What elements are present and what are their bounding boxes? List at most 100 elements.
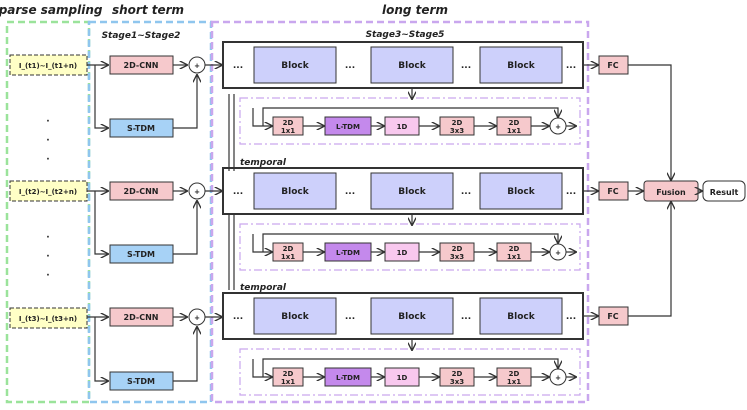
- conv1x1-a-box-sublabel-1: 1x1: [281, 127, 295, 135]
- block-c-3: [479, 297, 563, 335]
- ltdm-box-label-2: L-TDM: [336, 249, 360, 257]
- temporal-label-1: temporal: [240, 158, 287, 168]
- conv1x1-a-box-label-1: 2D: [283, 119, 294, 127]
- block-b-3: [370, 297, 454, 335]
- short-term-frame: [87, 20, 213, 404]
- result-box: [702, 180, 746, 202]
- block-a-label-3: Block: [281, 312, 309, 322]
- conv1x1-b-box-sublabel-2: 1x1: [507, 253, 521, 261]
- long-term-title: long term: [382, 3, 448, 17]
- input-clip-label-2: I_(t2)~I_(t2+n): [19, 188, 77, 196]
- fc1-to-fusion-arrow: [628, 64, 671, 180]
- input-to-tdm-arrow: [94, 65, 108, 128]
- skip-connection-arrow: [262, 358, 558, 377]
- input-to-tdm-arrow: [94, 191, 108, 254]
- chain-plus-label-1: +: [555, 123, 561, 131]
- ellipsis-dot: ·: [46, 233, 49, 243]
- ellipsis-dot: ·: [46, 136, 49, 146]
- chain-entry-arrow: [252, 359, 272, 377]
- short-stage-label: Stage1~Stage2: [102, 31, 181, 41]
- sparse-sampling-frame: [5, 20, 91, 404]
- tdm-to-plus-arrow: [173, 75, 197, 129]
- conv1x1-b-box-sublabel-1: 1x1: [507, 127, 521, 135]
- conv1d-box-label-1: 1D: [397, 123, 408, 131]
- long-stage-label: Stage3~Stage5: [366, 30, 445, 40]
- block-b-label-3: Block: [398, 312, 426, 322]
- block-a-2: [253, 172, 337, 210]
- conv3x3-box-sublabel-3: 3x3: [450, 378, 464, 386]
- plus-label-2: +: [194, 188, 200, 196]
- plus-label-3: +: [194, 314, 200, 322]
- conv3x3-box-sublabel-2: 3x3: [450, 253, 464, 261]
- ellipsis-dot: ·: [46, 117, 49, 127]
- conv3x3-box-sublabel-1: 3x3: [450, 127, 464, 135]
- tdm-to-plus-arrow: [173, 327, 197, 382]
- skip-connection-arrow: [262, 233, 558, 252]
- conv3x3-box-label-2: 2D: [452, 245, 463, 253]
- fc-label-2: FC: [607, 187, 618, 196]
- block-detail-panel-2: [239, 223, 581, 271]
- ellipsis-dot: ·: [46, 155, 49, 165]
- block-c-label-1: Block: [507, 61, 535, 71]
- ellipsis-dot: ·: [46, 252, 49, 262]
- stage-ellipsis: ...: [345, 187, 355, 197]
- stage-ellipsis: ...: [233, 312, 243, 322]
- conv3x3-box-label-1: 2D: [452, 119, 463, 127]
- stage-ellipsis: ...: [566, 61, 576, 71]
- long-term-frame: [210, 20, 590, 404]
- skip-connection-arrow: [262, 107, 558, 126]
- chain-plus-label-3: +: [555, 374, 561, 382]
- conv1x1-b-box-label-1: 2D: [509, 119, 520, 127]
- sparse-sampling-title: sparse sampling: [0, 3, 103, 17]
- temporal-label-2: temporal: [240, 283, 287, 293]
- stdm-label-3: S-TDM: [127, 377, 155, 386]
- conv1x1-a-box-label-2: 2D: [283, 245, 294, 253]
- chain-plus-label-2: +: [555, 249, 561, 257]
- input-clip-label-3: I_(t3)~I_(t3+n): [19, 315, 77, 323]
- block-c-label-2: Block: [507, 187, 535, 197]
- block-detail-panel-3: [239, 348, 581, 396]
- block-c-2: [479, 172, 563, 210]
- conv3x3-box-label-3: 2D: [452, 370, 463, 378]
- stdm-label-1: S-TDM: [127, 124, 155, 133]
- stage-ellipsis: ...: [461, 187, 471, 197]
- branch-rows: I_(t1)~I_(t1+n)2D-CNNS-TDM+............B…: [9, 41, 629, 396]
- fc3-to-fusion-arrow: [628, 202, 671, 317]
- block-c-1: [479, 46, 563, 84]
- block-detail-panel-1: [239, 97, 581, 145]
- input-to-tdm-arrow: [94, 317, 108, 381]
- conv1x1-b-box-label-3: 2D: [509, 370, 520, 378]
- input-clip-box-3: [9, 307, 88, 329]
- stage-ellipsis: ...: [461, 312, 471, 322]
- short-term-title: short term: [112, 3, 184, 17]
- stage-ellipsis: ...: [461, 61, 471, 71]
- ltdm-box-label-1: L-TDM: [336, 123, 360, 131]
- ellipsis-dot: ·: [46, 271, 49, 281]
- result-label: Result: [710, 188, 739, 197]
- block-b-label-1: Block: [398, 61, 426, 71]
- block-a-1: [253, 46, 337, 84]
- cnn-label-1: 2D-CNN: [124, 61, 159, 70]
- conv1x1-a-box-sublabel-2: 1x1: [281, 253, 295, 261]
- conv1x1-b-box-label-2: 2D: [509, 245, 520, 253]
- conv1d-box-label-3: 1D: [397, 374, 408, 382]
- block-c-label-3: Block: [507, 312, 535, 322]
- stage-ellipsis: ...: [566, 187, 576, 197]
- fc-label-3: FC: [607, 312, 618, 321]
- block-a-3: [253, 297, 337, 335]
- stage-ellipsis: ...: [345, 61, 355, 71]
- cnn-label-2: 2D-CNN: [124, 187, 159, 196]
- fc-label-1: FC: [607, 61, 618, 70]
- cnn-label-3: 2D-CNN: [124, 313, 159, 322]
- block-a-label-1: Block: [281, 61, 309, 71]
- conv1x1-b-box-sublabel-3: 1x1: [507, 378, 521, 386]
- conv1x1-a-box-sublabel-3: 1x1: [281, 378, 295, 386]
- stage-ellipsis: ...: [566, 312, 576, 322]
- fusion-label: Fusion: [656, 188, 686, 197]
- stage-ellipsis: ...: [233, 61, 243, 71]
- stage-ellipsis: ...: [345, 312, 355, 322]
- block-b-2: [370, 172, 454, 210]
- ltdm-box-label-3: L-TDM: [336, 374, 360, 382]
- plus-label-1: +: [194, 62, 200, 70]
